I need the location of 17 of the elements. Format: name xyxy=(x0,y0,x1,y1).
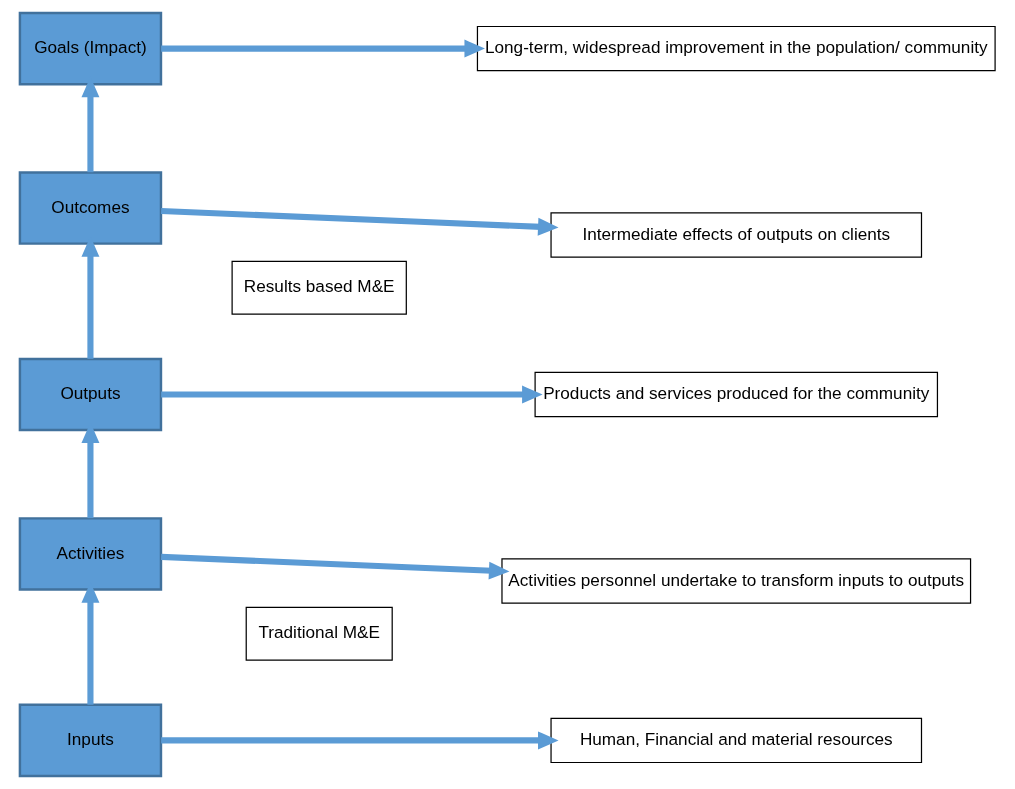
node-box: Products and services produced for the community xyxy=(534,371,939,418)
arrow xyxy=(161,207,559,236)
arrow xyxy=(161,385,543,404)
node-box: Outcomes xyxy=(18,171,163,245)
node-box: Activities xyxy=(18,517,163,591)
node-box: Human, Financial and material resources xyxy=(550,717,923,764)
arrow xyxy=(161,553,510,580)
node-box: Goals (Impact) xyxy=(18,11,163,86)
arrow xyxy=(161,731,559,750)
arrow xyxy=(161,39,485,58)
node-box: Outputs xyxy=(18,357,163,432)
node-box: Inputs xyxy=(18,703,163,778)
node-box: Activities personnel undertake to transform inputs to outputs xyxy=(501,558,972,604)
node-box: Intermediate effects of outputs on clients xyxy=(550,212,923,258)
node-box: Long-term, widespread improvement in the population/ community xyxy=(476,25,996,72)
node-box: Results based M&E xyxy=(231,260,407,315)
node-box: Traditional M&E xyxy=(245,606,393,661)
